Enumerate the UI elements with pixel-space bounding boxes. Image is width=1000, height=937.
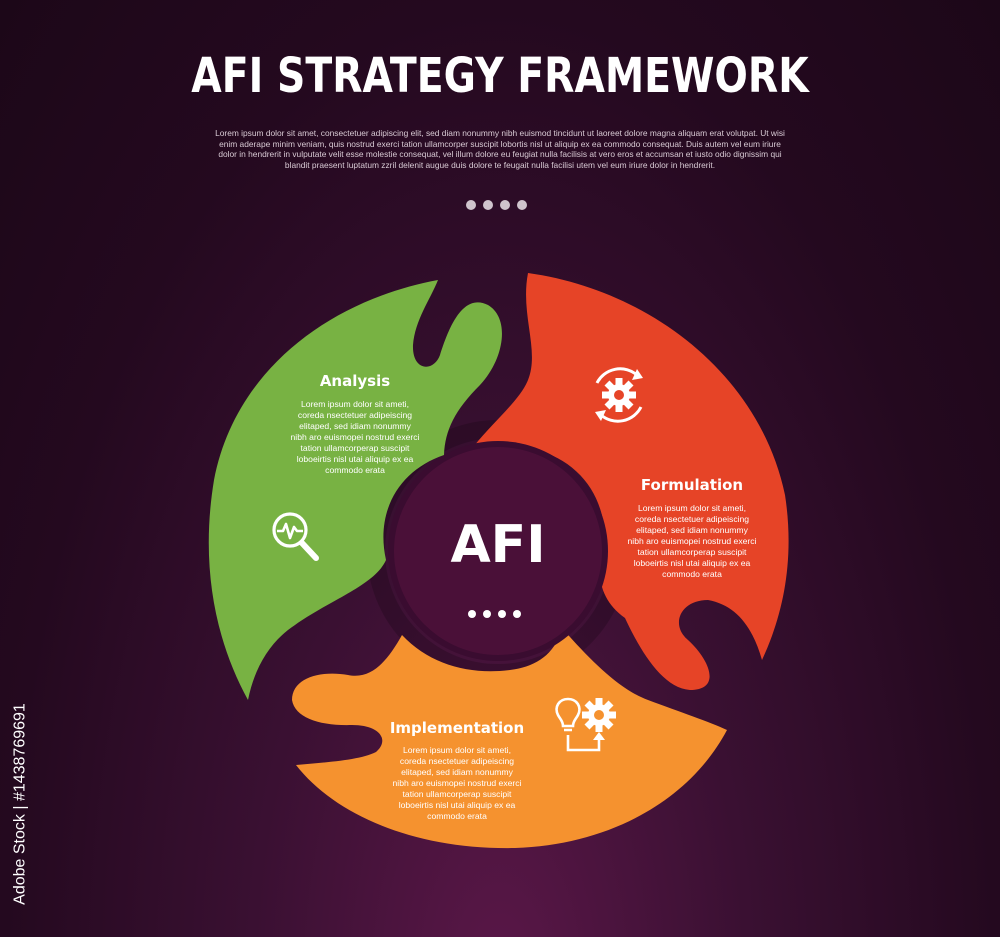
stock-id-watermark: Adobe Stock | #1438769691 — [8, 690, 32, 925]
segment-title-analysis: Analysis — [319, 372, 391, 390]
center-circle-inner — [394, 447, 602, 655]
dot — [483, 610, 491, 618]
dot — [468, 610, 476, 618]
stock-id-text: Adobe Stock | #1438769691 — [11, 703, 29, 905]
dot — [483, 200, 493, 210]
dot — [513, 610, 521, 618]
segment-text-implementation: Lorem ipsum dolor sit ameti, coreda nsec… — [392, 745, 522, 821]
page-title: AFI STRATEGY FRAMEWORK — [191, 48, 809, 104]
dot — [498, 610, 506, 618]
segment-analysis — [208, 280, 502, 700]
segment-text-formulation: Lorem ipsum dolor sit ameti, coreda nsec… — [627, 503, 757, 579]
dot — [500, 200, 510, 210]
decorative-dots-top — [466, 200, 527, 210]
segment-formulation — [474, 273, 789, 690]
magnifier-chart-icon — [272, 512, 319, 561]
page-description: Lorem ipsum dolor sit amet, consectetuer… — [215, 128, 785, 170]
segment-implementation — [292, 628, 727, 849]
decorative-dots-center — [468, 610, 521, 618]
segment-title-implementation: Implementation — [389, 719, 525, 737]
center-label: AFI — [450, 515, 546, 575]
segment-text-analysis: Lorem ipsum dolor sit ameti, coreda nsec… — [290, 399, 420, 475]
dot — [517, 200, 527, 210]
dot — [466, 200, 476, 210]
segment-title-formulation: Formulation — [640, 476, 744, 494]
